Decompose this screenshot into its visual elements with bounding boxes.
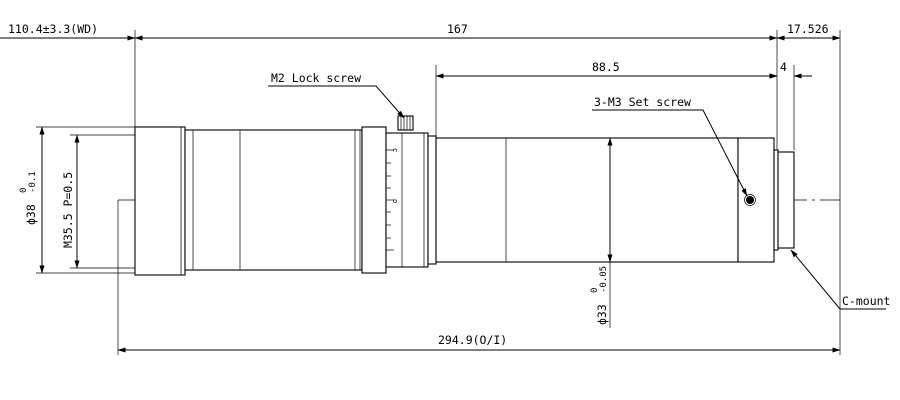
rear-length-dimension: 88.5 [592, 60, 620, 74]
svg-text:0: 0 [590, 288, 600, 293]
wd-dimension: 110.4±3.3(WD) [8, 22, 98, 36]
lock-screw-leader [268, 85, 405, 119]
svg-text:0: 0 [19, 188, 29, 193]
scale-mark-bottom: o [391, 199, 399, 203]
c-mount-callout: C-mount [842, 294, 890, 308]
c-mount-leader [790, 249, 886, 310]
lock-screw-callout: M2 Lock screw [271, 71, 361, 85]
set-screw-leader [592, 109, 748, 197]
total-length-dimension: 294.9(O/I) [438, 333, 507, 347]
front-diameter-label: ϕ38 0 -0.1 [19, 171, 38, 225]
lock-screw [397, 115, 414, 131]
mount-length-dimension: 17.526 [787, 22, 829, 36]
rear-diameter-label: ϕ33 0 -0.05 [590, 266, 609, 325]
flange-dimension: 4 [780, 60, 787, 74]
set-screw [744, 194, 756, 206]
svg-text:-0.1: -0.1 [28, 171, 38, 193]
svg-text:ϕ38: ϕ38 [24, 204, 38, 225]
svg-text:ϕ33: ϕ33 [595, 304, 609, 325]
body-length-dimension: 167 [447, 22, 468, 36]
thread-label: M35.5 P=0.5 [61, 172, 75, 248]
svg-text:-0.05: -0.05 [599, 266, 609, 293]
set-screw-callout: 3-M3 Set screw [594, 95, 691, 109]
scale-mark-top: c [391, 148, 399, 152]
lens-body [134, 126, 795, 276]
